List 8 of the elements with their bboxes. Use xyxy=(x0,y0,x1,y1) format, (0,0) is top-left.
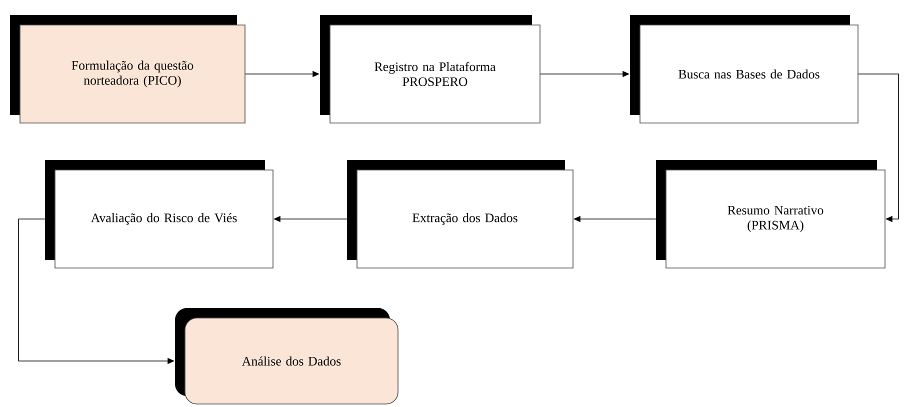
process-box: Registro na Plataforma PROSPERO xyxy=(320,15,540,124)
process-box: Extração dos Dados xyxy=(347,160,574,268)
process-box: Formulação da questão norteadora (PICO) xyxy=(10,15,246,124)
process-box: Análise dos Dados xyxy=(175,308,398,404)
process-box: Resumo Narrativo (PRISMA) xyxy=(656,160,886,268)
process-box: Avaliação do Risco de Viés xyxy=(45,160,274,268)
arrow xyxy=(858,74,899,222)
process-box: Busca nas Bases de Dados xyxy=(630,15,858,124)
